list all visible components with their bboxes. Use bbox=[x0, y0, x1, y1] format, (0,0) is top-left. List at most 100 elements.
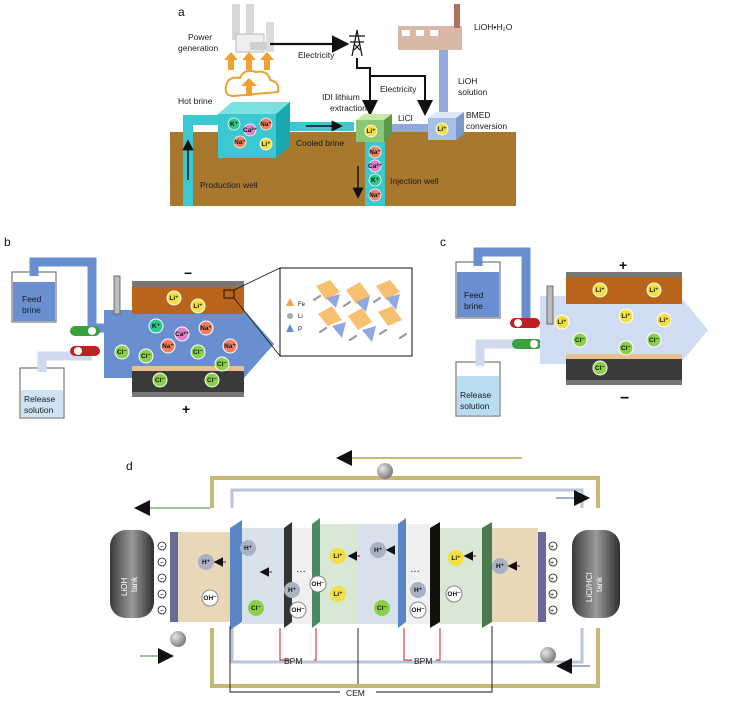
up-arrow-icon bbox=[241, 78, 257, 96]
ellipsis: … bbox=[296, 564, 306, 575]
ion-h: H⁺ bbox=[374, 547, 383, 554]
label-feed: Feed bbox=[464, 290, 484, 300]
bottom-separator bbox=[566, 354, 682, 359]
acid-compartment bbox=[440, 528, 482, 624]
licl-tank-label: tank bbox=[595, 576, 604, 592]
ion-cl: Cl⁻ bbox=[251, 605, 262, 612]
label-electricity-mid: Electricity bbox=[380, 84, 417, 94]
label-bpm: BPM bbox=[284, 656, 302, 666]
minus-sign: − bbox=[620, 390, 629, 407]
ion-li: Li⁺ bbox=[261, 141, 271, 148]
plus-sign: + bbox=[550, 608, 554, 615]
legend-li: Li bbox=[298, 314, 303, 320]
lioh-pipe bbox=[439, 50, 448, 118]
ion-oh: OH⁻ bbox=[411, 607, 425, 614]
label-cem: CEM bbox=[346, 688, 365, 698]
power-plant-icon bbox=[232, 4, 274, 53]
label-idi: IDI lithium bbox=[322, 92, 360, 102]
ellipsis: … bbox=[410, 564, 420, 575]
release-pipe bbox=[37, 351, 92, 372]
end-plate bbox=[170, 532, 178, 622]
ion-li: Li⁺ bbox=[437, 126, 447, 133]
anode-chamber bbox=[492, 528, 538, 622]
top-collector bbox=[132, 281, 244, 287]
minus-sign: − bbox=[160, 544, 164, 551]
ion-h: H⁺ bbox=[496, 563, 505, 570]
valve-knob bbox=[88, 327, 96, 335]
feed-pipe bbox=[473, 247, 531, 318]
migration-arrows bbox=[213, 545, 520, 577]
release-liquid bbox=[21, 390, 63, 417]
reference-electrode bbox=[546, 285, 554, 325]
lioh-tank-label: tank bbox=[130, 576, 139, 592]
ion-na: Na⁺ bbox=[200, 325, 212, 332]
acid-loop-bottom bbox=[210, 628, 600, 688]
ion-h: H⁺ bbox=[288, 587, 297, 594]
acid-compartment bbox=[320, 524, 358, 624]
end-plate bbox=[538, 532, 546, 622]
ion-oh: OH⁻ bbox=[291, 607, 305, 614]
pylon-icon bbox=[349, 29, 365, 57]
ion-ca: Ca²⁺ bbox=[368, 163, 382, 170]
panel-letter-c: c bbox=[440, 235, 446, 249]
fe-legend-icon bbox=[286, 298, 294, 306]
factory-icon bbox=[398, 4, 462, 50]
top-electrode bbox=[132, 286, 244, 314]
ion-li: Li⁺ bbox=[659, 317, 669, 324]
ion-cl: Cl⁻ bbox=[217, 361, 228, 368]
plus-sign: + bbox=[550, 560, 554, 567]
ion-cl: Cl⁻ bbox=[117, 349, 128, 356]
cation-membrane bbox=[284, 522, 292, 628]
p-legend-icon bbox=[286, 324, 294, 332]
gap bbox=[292, 528, 312, 624]
label-bmed: BMED bbox=[466, 110, 491, 120]
bottom-collector bbox=[132, 392, 244, 397]
reference-electrode bbox=[113, 275, 121, 315]
feed-liquid bbox=[457, 272, 499, 317]
ion-li: Li⁺ bbox=[333, 553, 343, 560]
lioh-tank-label: LiOH bbox=[120, 578, 129, 596]
bottom-collector bbox=[566, 380, 682, 385]
plus-sign: + bbox=[619, 257, 627, 273]
ion-na: Na⁺ bbox=[369, 149, 381, 156]
ion-h: H⁺ bbox=[202, 559, 211, 566]
stack-ions: H⁺ OH⁻ H⁺ Cl⁻ H⁺ OH⁻ OH⁻ Li⁺ Li⁺ H⁺ Cl⁻ … bbox=[198, 540, 508, 619]
ion-li: Li⁺ bbox=[621, 313, 631, 320]
panel-letter-b: b bbox=[4, 235, 11, 249]
top-electrode bbox=[566, 276, 682, 304]
licl-pipe bbox=[392, 124, 430, 132]
label-generation: generation bbox=[178, 43, 218, 53]
cation-membrane bbox=[430, 522, 440, 628]
ion-li: Li⁺ bbox=[193, 303, 203, 310]
ion-li: Li⁺ bbox=[649, 287, 659, 294]
label-bpm: BPM bbox=[414, 656, 432, 666]
label-solution: solution bbox=[460, 401, 490, 411]
ion-cl: Cl⁻ bbox=[207, 377, 218, 384]
label-cooled-brine: Cooled brine bbox=[296, 138, 344, 148]
ion-cl: Cl⁻ bbox=[575, 337, 586, 344]
label-lioh-product: LiOH•H₂O bbox=[474, 22, 513, 32]
minus-sign: − bbox=[160, 576, 164, 583]
zoom-line bbox=[233, 297, 281, 357]
ion-cl: Cl⁻ bbox=[595, 365, 606, 372]
ion-oh: OH⁻ bbox=[447, 591, 461, 598]
well-ions: Na⁺ Ca²⁺ K⁺ Na⁺ bbox=[368, 145, 383, 202]
label-solution: solution bbox=[458, 87, 488, 97]
minus-sign: − bbox=[160, 608, 164, 615]
valve-knob bbox=[74, 347, 82, 355]
electricity-to-bmed bbox=[369, 68, 433, 116]
label-brine: brine bbox=[22, 305, 41, 315]
ion-h: H⁺ bbox=[244, 545, 253, 552]
ion-li: Li⁺ bbox=[333, 591, 343, 598]
label-release: Release bbox=[460, 390, 491, 400]
anode-signs: + + + + + bbox=[548, 541, 558, 615]
label-lioh: LiOH bbox=[458, 76, 477, 86]
bipolar-membrane bbox=[398, 518, 406, 628]
pump-icon bbox=[540, 647, 556, 663]
ion-ca: Ca²⁺ bbox=[243, 127, 257, 134]
label-licl: LiCl bbox=[398, 113, 413, 123]
pump-icon bbox=[170, 631, 186, 647]
label-brine: brine bbox=[464, 301, 483, 311]
plus-sign: + bbox=[550, 592, 554, 599]
ion-ca: Ca²⁺ bbox=[175, 331, 189, 338]
